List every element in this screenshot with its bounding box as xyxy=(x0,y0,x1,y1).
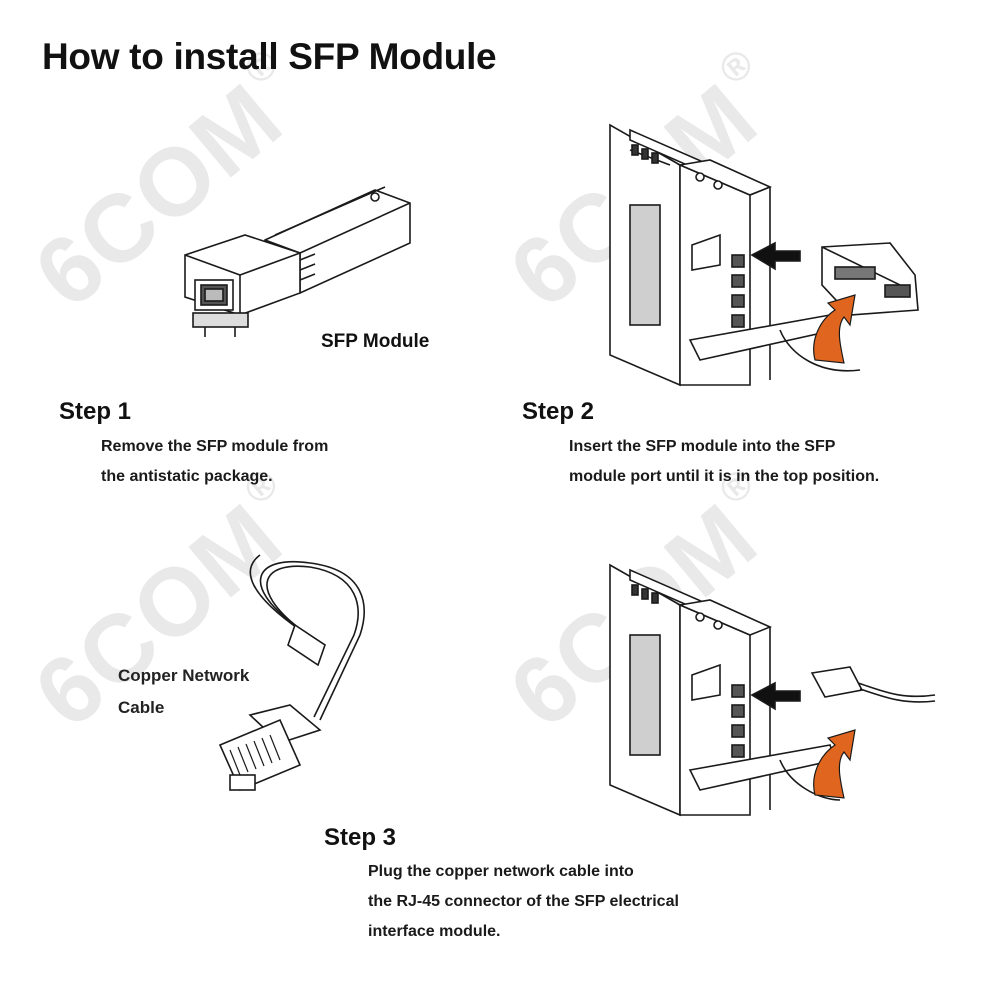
step-1-description: Remove the SFP module from the antistati… xyxy=(101,438,329,485)
sfp-module-label: SFP Module xyxy=(321,331,430,352)
latch-arrow-icon xyxy=(813,294,856,364)
step-2-heading: Step 2 xyxy=(522,398,595,425)
latch-arrow-icon xyxy=(813,729,856,799)
step-2-illustration xyxy=(609,123,919,387)
copper-cable-illustration xyxy=(218,554,365,792)
step-1-heading: Step 1 xyxy=(59,398,132,425)
step-3-heading: Step 3 xyxy=(324,824,397,851)
step-3-description: Plug the copper network cable into the R… xyxy=(368,863,679,940)
step-3-illustration xyxy=(609,563,936,817)
step-2-description: Insert the SFP module into the SFP modul… xyxy=(569,438,880,485)
sfp-module-illustration xyxy=(184,186,411,337)
page-title: How to install SFP Module xyxy=(42,36,497,77)
copper-cable-label: Copper Network Cable xyxy=(118,666,250,717)
